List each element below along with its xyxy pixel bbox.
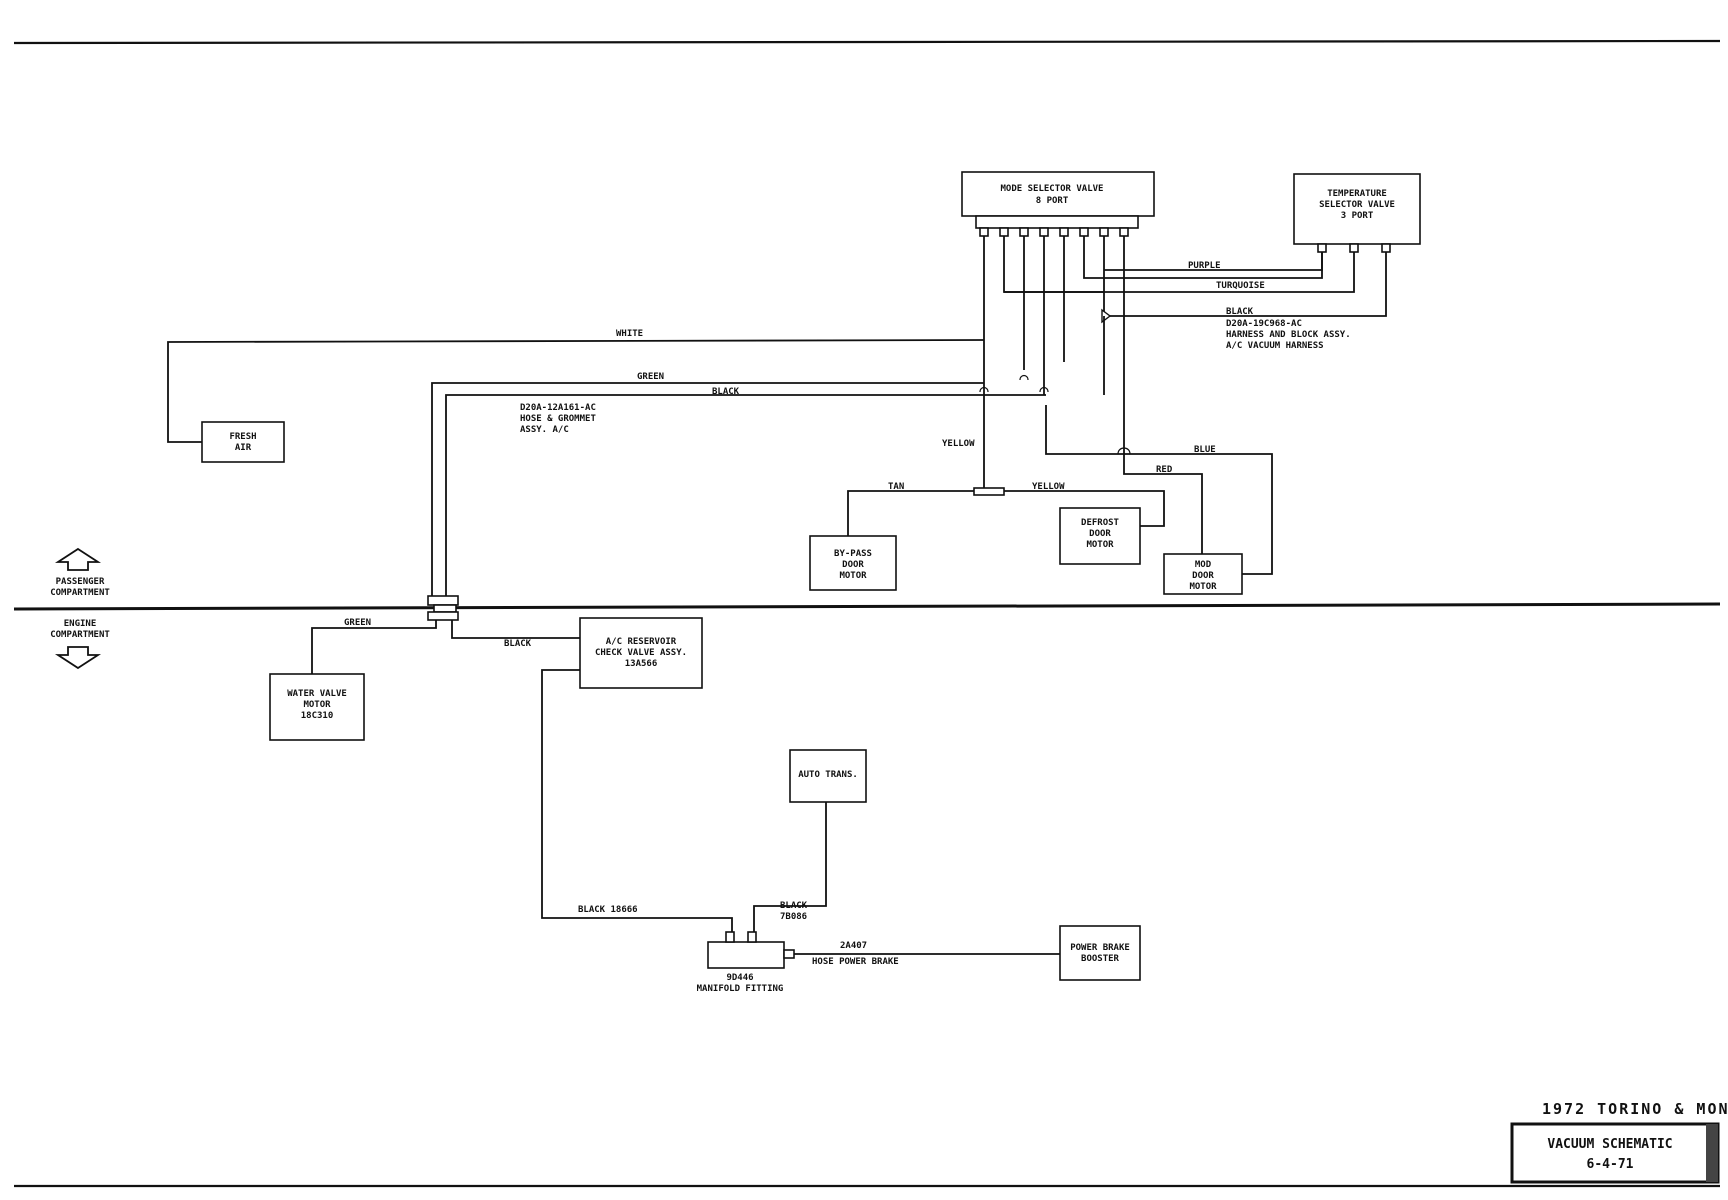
hop-arc-1 <box>1117 447 1131 455</box>
manifold-fitting: 9D446 MANIFOLD FITTING <box>697 931 795 994</box>
yellow-vertical-label: YELLOW <box>942 439 975 449</box>
hop-arc-2 <box>979 386 989 393</box>
bypass-label-1: BY-PASS <box>834 549 872 559</box>
mode-selector-ports <box>979 227 1129 237</box>
purple-label: PURPLE <box>1188 261 1221 271</box>
blue-hose <box>1045 405 1273 575</box>
black-7b086-label-2: 7B086 <box>780 912 807 922</box>
black-upper-label: BLACK <box>712 387 740 397</box>
defrost-label-1: DEFROST <box>1081 518 1120 528</box>
mode-port-line-6 <box>1083 234 1323 279</box>
title-block: VACUUM SCHEMATIC 6-4-71 <box>1510 1122 1720 1184</box>
water-valve-motor-box: WATER VALVE MOTOR 18C310 <box>269 673 365 741</box>
tan-label: TAN <box>888 482 904 492</box>
reservoir-label-2: CHECK VALVE ASSY. <box>595 648 687 658</box>
yellow-hose-horizontal <box>1004 490 1165 527</box>
reservoir-label-3: 13A566 <box>625 659 658 669</box>
temp-selector-label-3: 3 PORT <box>1341 211 1374 221</box>
yellow-horizontal-label: YELLOW <box>1032 482 1065 492</box>
manifold-label-1: 9D446 <box>726 973 753 983</box>
passenger-compartment-label-2: COMPARTMENT <box>50 588 110 598</box>
up-arrow-icon <box>54 547 102 571</box>
vehicle-title: 1972 TORINO & MONTE <box>1542 1100 1728 1118</box>
white-hose <box>167 339 985 443</box>
black-18666-hose <box>541 669 733 934</box>
temp-selector-label-2: SELECTOR VALVE <box>1319 200 1395 210</box>
green-lower-label: GREEN <box>344 618 371 628</box>
turquoise-label: TURQUOISE <box>1216 281 1265 291</box>
green-upper-label: GREEN <box>637 372 664 382</box>
firewall-divider-line <box>13 602 1721 611</box>
ac-reservoir-box: A/C RESERVOIR CHECK VALVE ASSY. 13A566 <box>579 617 703 689</box>
blue-label: BLUE <box>1194 445 1216 455</box>
hose-grommet-note-1: D20A-12A161-AC <box>520 403 596 413</box>
auto-trans-box: AUTO TRANS. <box>789 749 867 803</box>
mod-door-motor-box: MOD DOOR MOTOR <box>1163 553 1243 595</box>
hose-grommet-note-3: ASSY. A/C <box>520 425 569 435</box>
mod-label-3: MOTOR <box>1189 582 1217 592</box>
white-label: WHITE <box>616 329 643 339</box>
fresh-air-box: FRESH AIR <box>201 421 285 463</box>
hose-grommet-note-2: HOSE & GROMMET <box>520 414 596 424</box>
bypass-door-motor-box: BY-PASS DOOR MOTOR <box>809 535 897 591</box>
defrost-label-3: MOTOR <box>1086 540 1114 550</box>
black-harness-label: BLACK <box>1226 307 1254 317</box>
black-hose-lower <box>451 619 580 639</box>
mod-label-1: MOD <box>1195 560 1212 570</box>
hose-power-brake-label-2: HOSE POWER BRAKE <box>812 957 899 967</box>
black-hose-upper <box>445 394 1046 598</box>
purple-hose <box>1104 248 1323 271</box>
top-border-line <box>13 39 1721 45</box>
black-harness-hose <box>1110 248 1387 317</box>
tan-hose <box>847 490 974 536</box>
bypass-label-2: DOOR <box>842 560 864 570</box>
power-brake-booster-box: POWER BRAKE BOOSTER <box>1059 925 1141 981</box>
black-18666-label: BLACK 18666 <box>578 905 638 915</box>
hop-arc-3 <box>1019 374 1029 381</box>
temperature-selector-valve: TEMPERATURE SELECTOR VALVE 3 PORT <box>1293 173 1421 253</box>
turquoise-hose <box>1004 248 1355 293</box>
mod-label-2: DOOR <box>1192 571 1214 581</box>
schematic-title: VACUUM SCHEMATIC <box>1547 1137 1672 1152</box>
down-arrow-icon <box>54 646 102 670</box>
fresh-air-label-2: AIR <box>235 443 252 453</box>
mode-port-line-7 <box>1103 234 1110 317</box>
black-7b086-hose <box>753 802 827 934</box>
harness-note-2: HARNESS AND BLOCK ASSY. <box>1226 330 1351 340</box>
red-label: RED <box>1156 465 1173 475</box>
harness-note-3: A/C VACUUM HARNESS <box>1226 341 1324 351</box>
power-brake-label-2: BOOSTER <box>1081 954 1120 964</box>
power-brake-label-1: POWER BRAKE <box>1070 943 1130 953</box>
harness-note-1: D20A-19C968-AC <box>1226 319 1302 329</box>
red-hose <box>1123 440 1203 554</box>
water-valve-label-2: MOTOR <box>303 700 331 710</box>
mode-port-line-2 <box>1003 234 1104 293</box>
reservoir-label-1: A/C RESERVOIR <box>606 637 677 647</box>
defrost-door-motor-box: DEFROST DOOR MOTOR <box>1059 507 1141 565</box>
temp-selector-label-1: TEMPERATURE <box>1327 189 1387 199</box>
auto-trans-label: AUTO TRANS. <box>798 770 858 780</box>
green-hose-upper <box>431 382 984 598</box>
engine-compartment-label-2: COMPARTMENT <box>50 630 110 640</box>
schematic-date: 6-4-71 <box>1587 1157 1634 1172</box>
green-hose-lower <box>311 619 437 674</box>
black-lower-label: BLACK <box>504 639 532 649</box>
hose-power-brake-label-1: 2A407 <box>840 941 867 951</box>
engine-compartment-label-1: ENGINE <box>64 619 97 629</box>
hop-arc-4 <box>1039 386 1049 393</box>
mode-selector-label-2: 8 PORT <box>1036 196 1069 206</box>
defrost-label-2: DOOR <box>1089 529 1111 539</box>
mode-selector-valve: MODE SELECTOR VALVE 8 PORT <box>961 171 1155 237</box>
bypass-label-3: MOTOR <box>839 571 867 581</box>
tan-yellow-tee <box>973 487 1005 496</box>
grommet-fitting <box>427 595 459 621</box>
manifold-label-2: MANIFOLD FITTING <box>697 984 784 994</box>
mode-selector-label-1: MODE SELECTOR VALVE <box>1001 184 1104 194</box>
fresh-air-label-1: FRESH <box>229 432 256 442</box>
passenger-compartment-label-1: PASSENGER <box>56 577 105 587</box>
black-7b086-label-1: BLACK <box>780 901 808 911</box>
water-valve-label-3: 18C310 <box>301 711 334 721</box>
water-valve-label-1: WATER VALVE <box>287 689 347 699</box>
